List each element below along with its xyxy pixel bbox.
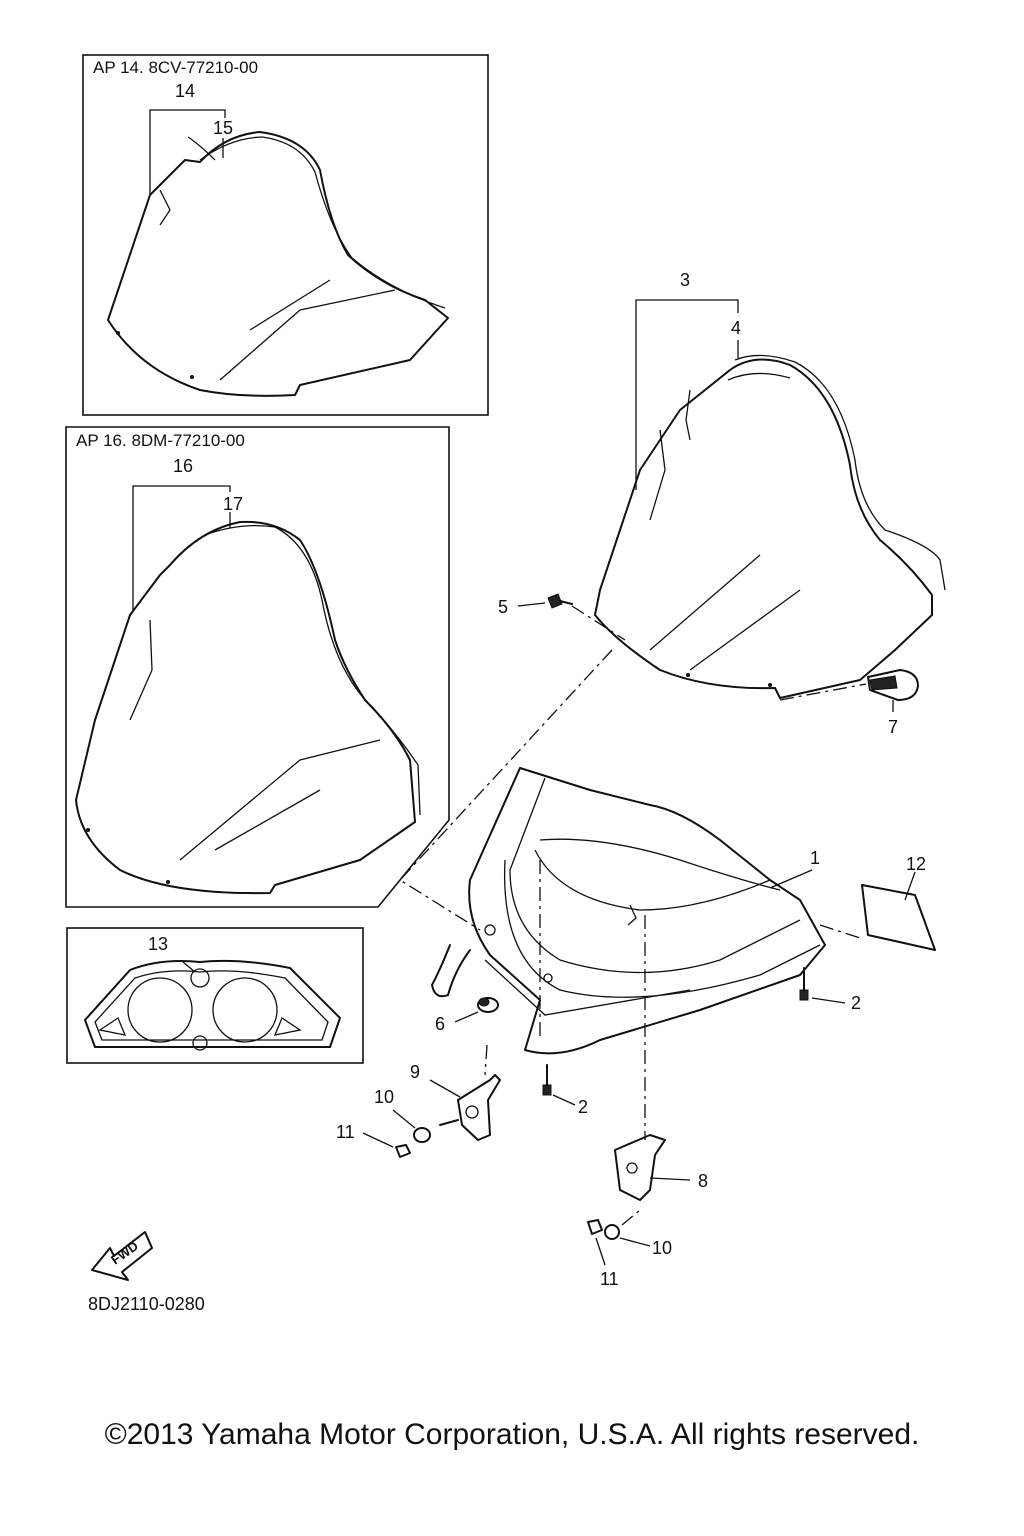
windshield-14 bbox=[107, 131, 449, 397]
fwd-label: FWD bbox=[108, 1238, 141, 1267]
label-7: 7 bbox=[888, 717, 898, 737]
copyright-notice: ©2013 Yamaha Motor Corporation, U.S.A. A… bbox=[104, 1418, 920, 1451]
label-10-right: 10 bbox=[652, 1238, 672, 1258]
label-8: 8 bbox=[698, 1171, 708, 1191]
box-ap14: AP 14. 8CV-77210-00 14 15 bbox=[82, 54, 489, 416]
label-11-left: 11 bbox=[336, 1122, 355, 1142]
label-16: 16 bbox=[173, 456, 193, 476]
meter-panel-13 bbox=[84, 959, 341, 1048]
label-15: 15 bbox=[213, 118, 233, 138]
bolt-2-center: 2 bbox=[542, 1064, 588, 1117]
box-ap16: AP 16. 8DM-77210-00 16 17 bbox=[65, 426, 450, 908]
label-14: 14 bbox=[175, 81, 195, 101]
bracket-9: 9 bbox=[410, 1044, 501, 1141]
windshield-4 bbox=[594, 358, 933, 699]
label-2-right: 2 bbox=[851, 993, 861, 1013]
box-13: 13 bbox=[66, 927, 364, 1064]
label-5: 5 bbox=[498, 597, 508, 617]
hardware-left: 10 11 bbox=[336, 1087, 431, 1158]
label-3: 3 bbox=[680, 270, 690, 290]
bolt-5: 5 bbox=[498, 593, 626, 641]
label-17: 17 bbox=[223, 494, 243, 514]
label-10-left: 10 bbox=[374, 1087, 394, 1107]
label-4: 4 bbox=[731, 318, 741, 338]
fwd-arrow-icon: FWD bbox=[91, 1231, 153, 1281]
label-1: 1 bbox=[810, 848, 820, 868]
label-9: 9 bbox=[410, 1062, 420, 1082]
label-2-center: 2 bbox=[578, 1097, 588, 1117]
bolt-2-right: 2 bbox=[799, 967, 861, 1013]
parts-diagram: AP 14. 8CV-77210-00 14 15 AP 16. 8DM-772… bbox=[65, 54, 946, 1314]
windshield-16 bbox=[75, 520, 416, 895]
decal-12: 12 bbox=[861, 854, 936, 951]
cowling-1: 1 bbox=[431, 767, 826, 1055]
label-13: 13 bbox=[148, 934, 168, 954]
hardware-right: 10 11 bbox=[587, 1209, 672, 1289]
box16-header: AP 16. 8DM-77210-00 bbox=[76, 431, 245, 450]
label-12: 12 bbox=[906, 854, 926, 874]
label-6: 6 bbox=[435, 1014, 445, 1034]
diagram-code: 8DJ2110-0280 bbox=[88, 1294, 205, 1314]
windshield-assembly-3: 3 4 bbox=[594, 270, 946, 699]
cowling-body bbox=[468, 767, 826, 1055]
label-11-right: 11 bbox=[600, 1269, 619, 1289]
box14-header: AP 14. 8CV-77210-00 bbox=[93, 58, 258, 77]
bracket-8: 8 bbox=[614, 1134, 708, 1201]
grommet-6: 6 bbox=[435, 997, 499, 1034]
bracket-7: 7 bbox=[779, 669, 919, 737]
